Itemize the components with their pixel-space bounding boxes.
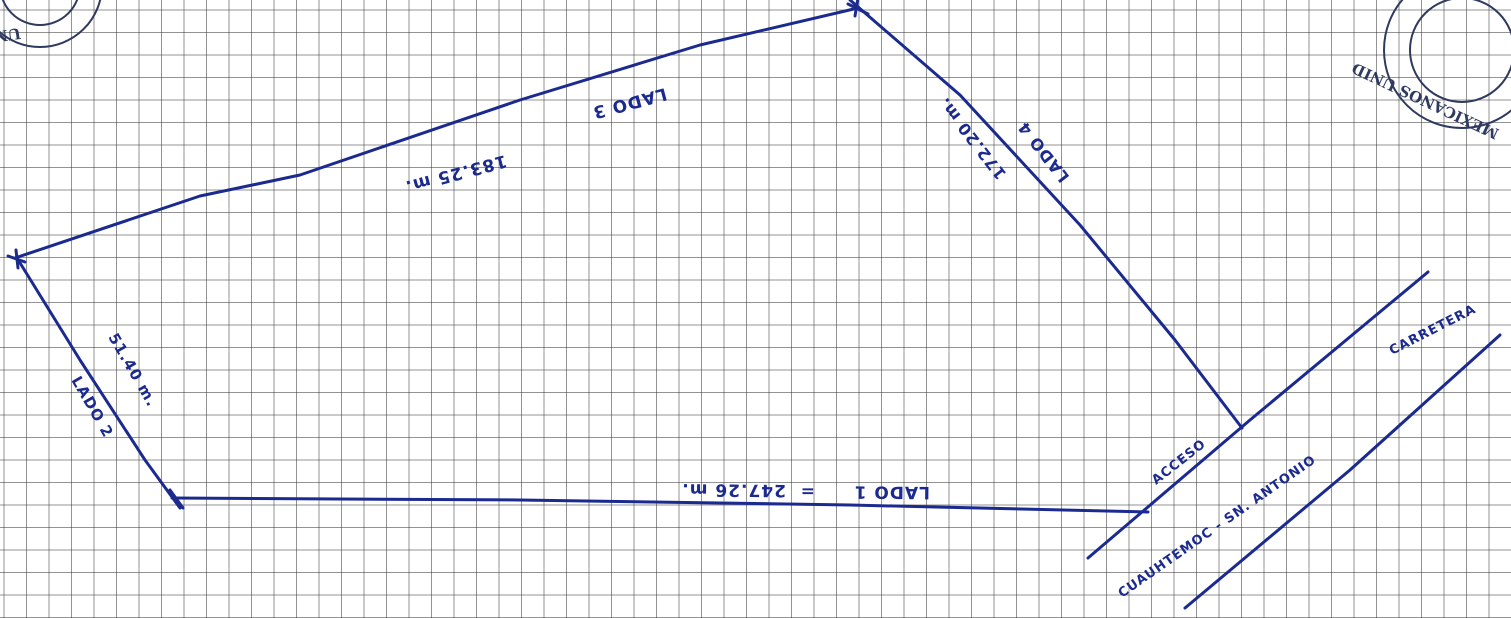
road-edge-upper: [1086, 270, 1430, 560]
side-4-label: LADO 4: [1014, 118, 1073, 187]
side-1-line: [170, 496, 1150, 514]
side-2-line: [15, 256, 182, 510]
road-label-name: CARRETERA: [1387, 302, 1479, 359]
side-3-label: LADO 3: [590, 83, 669, 122]
official-seal-right: MEXICANOS UNID: [1349, 0, 1511, 143]
side-1-label: LADO 1: [854, 481, 930, 502]
road-edge-lower: [1183, 333, 1502, 610]
right-seal-text: MEXICANOS UNID: [1349, 59, 1502, 143]
side-4-line: [848, 0, 1244, 430]
left-seal-text: UNIDOS ME: [0, 24, 22, 56]
side-1-length: 247.26 m.: [681, 479, 786, 500]
side-1-equals: =: [800, 481, 815, 501]
road: [1086, 270, 1502, 610]
corner-mark-top: [846, 0, 870, 18]
side-3-line: [13, 6, 860, 260]
corner-mark-bottom: [168, 488, 185, 510]
corner-mark-left: [6, 248, 27, 270]
official-seal-left: UNIDOS ME: [0, 0, 102, 56]
property-boundary: [6, 0, 1244, 514]
